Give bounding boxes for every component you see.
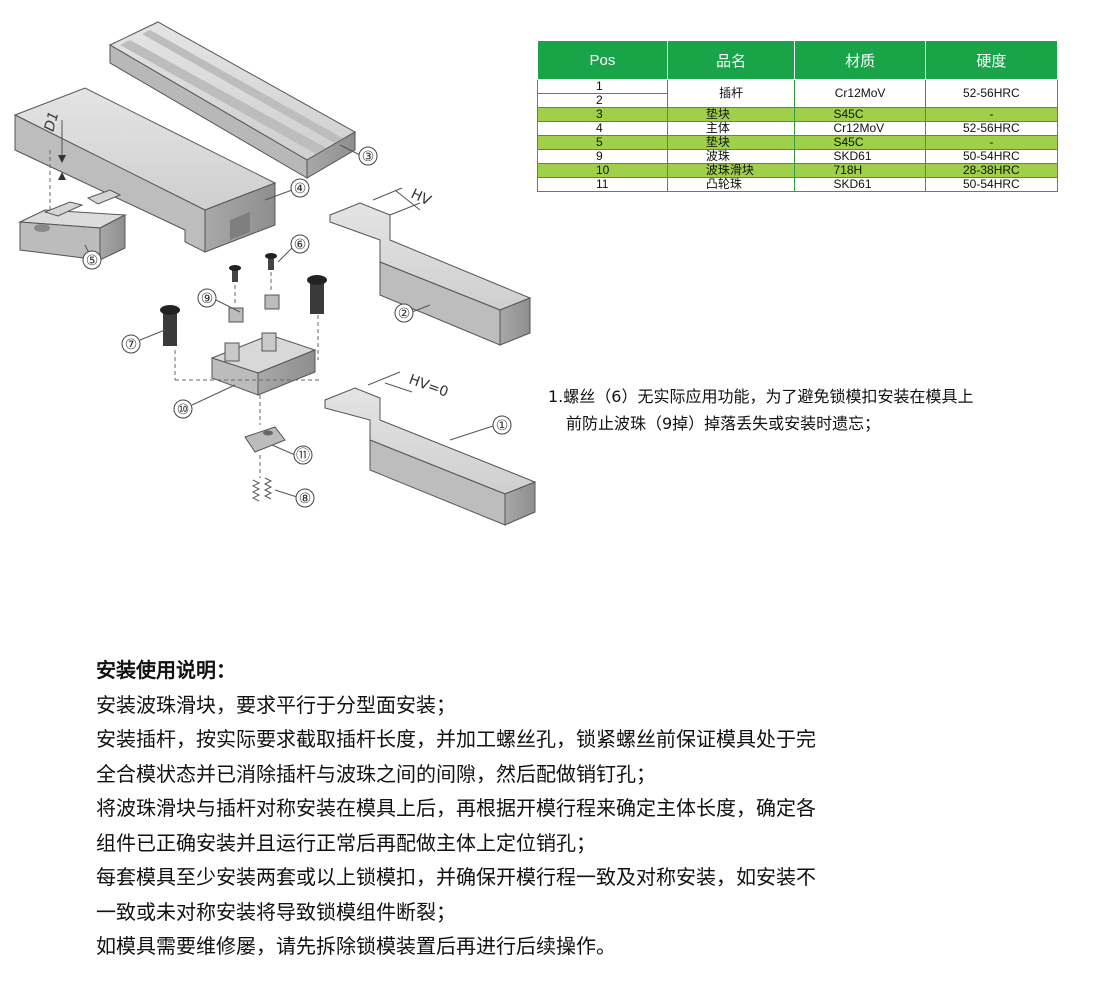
header-name: 品名: [666, 40, 796, 80]
instruction-line: 安装波珠滑块，要求平行于分型面安装；: [96, 692, 456, 717]
cell-material: S45C: [794, 107, 926, 122]
svg-text:④: ④: [294, 181, 307, 197]
exploded-diagram: D1 HV HV=0 ③ ④ ⑤ ⑥ ⑨ ⑦ ⑩ ② ① ⑪ ⑧: [13, 21, 537, 526]
table-row: 1 插杆 Cr12MoV 52-56HRC: [537, 79, 1059, 108]
part-1-pull-rod: [324, 387, 537, 526]
cell-material: SKD61: [794, 177, 926, 192]
cell-hardness: 52-56HRC: [924, 121, 1059, 136]
table-row: 11 凸轮珠 SKD61 50-54HRC: [537, 177, 1059, 192]
cell-name: 凸轮珠: [666, 177, 796, 192]
part-8-springs: [251, 477, 273, 502]
cell-material: Cr12MoV: [794, 79, 926, 108]
callout-9: ⑨: [197, 288, 217, 308]
header-pos: Pos: [537, 40, 668, 80]
table-header-row: Pos 品名 材质 硬度: [537, 40, 1059, 80]
cell-hardness: 52-56HRC: [924, 79, 1059, 108]
cell-hardness: -: [924, 107, 1059, 122]
cell-name: 垫块: [666, 135, 796, 150]
part-9-balls: [228, 294, 280, 323]
table-row: 5 垫块 S45C -: [537, 135, 1059, 150]
cell-pos: 11: [537, 177, 668, 192]
cell-name: 波珠滑块: [666, 163, 796, 178]
leader-lines: [84, 144, 494, 498]
dimension-hv: HV: [372, 186, 434, 216]
cell-pos: 3: [537, 107, 668, 122]
cell-pos: 10: [537, 163, 668, 178]
instruction-line: 如模具需要维修屡，请先拆除锁模装置后再进行后续操作。: [96, 934, 616, 958]
instruction-line: 将波珠滑块与插杆对称安装在模具上后，再根据开模行程来确定主体长度，确定各: [96, 796, 816, 820]
part-3-guide-plate: [108, 21, 357, 179]
cell-material: 718H: [794, 163, 926, 178]
table-row: 10 波珠滑块 718H 28-38HRC: [537, 163, 1059, 178]
instruction-line: 全合模状态并已消除插杆与波珠之间的间隙，然后配做销钉孔；: [96, 761, 656, 786]
svg-text:⑩: ⑩: [177, 402, 190, 418]
callout-4: ④: [290, 178, 310, 198]
instruction-line: 安装插杆，按实际要求截取插杆长度，并加工螺丝孔，锁紧螺丝前保证模具处于完: [96, 727, 816, 751]
instruction-line: 组件已正确安装并且运行正常后再配做主体上定位销孔；: [96, 830, 596, 855]
callout-1: ①: [492, 415, 512, 435]
svg-text:⑧: ⑧: [299, 491, 312, 507]
part-6-screws: [229, 253, 277, 282]
svg-text:①: ①: [496, 418, 509, 434]
svg-text:②: ②: [398, 306, 411, 322]
svg-text:⑨: ⑨: [201, 291, 214, 307]
svg-text:⑤: ⑤: [86, 253, 99, 269]
note-line-1: 1.螺丝（6）无实际应用功能，为了避免锁模扣安装在模具上: [548, 387, 974, 406]
cell-hardness: 28-38HRC: [924, 163, 1059, 178]
cell-pos: 2: [537, 93, 668, 108]
assembly-lines: [49, 150, 320, 478]
note-line-2: 前防止波珠（9掉）掉落丢失或安装时遗忘；: [566, 414, 881, 433]
instructions-title: 安装使用说明：: [96, 658, 236, 682]
table-row: 3 垫块 S45C -: [537, 107, 1059, 122]
cell-material: Cr12MoV: [794, 121, 926, 136]
callout-3: ③: [358, 146, 378, 166]
cell-name: 插杆: [666, 79, 796, 108]
part-10-ball-slider: [210, 332, 317, 396]
header-hardness: 硬度: [924, 40, 1059, 80]
cell-name: 主体: [666, 121, 796, 136]
callout-10: ⑩: [173, 399, 193, 419]
cell-pos: 5: [537, 135, 668, 150]
spec-table: Pos 品名 材质 硬度 1 插杆 Cr12MoV 52-56HRC 2 3 垫…: [537, 40, 1059, 192]
callout-5: ⑤: [82, 250, 102, 270]
table-row: 4 主体 Cr12MoV 52-56HRC: [537, 121, 1059, 136]
svg-text:⑪: ⑪: [296, 448, 310, 464]
hv-label: HV: [408, 186, 433, 209]
svg-text:⑥: ⑥: [294, 237, 307, 253]
cell-hardness: 50-54HRC: [924, 177, 1059, 192]
cell-pos: 9: [537, 149, 668, 164]
cell-material: S45C: [794, 135, 926, 150]
installation-instructions: 安装使用说明： 安装波珠滑块，要求平行于分型面安装； 安装插杆，按实际要求截取插…: [96, 653, 1056, 964]
cell-hardness: 50-54HRC: [924, 149, 1059, 164]
dimension-hv0: HV=0: [367, 371, 451, 401]
svg-text:③: ③: [362, 149, 375, 165]
callout-6: ⑥: [290, 234, 310, 254]
d1-label: D1: [42, 110, 63, 133]
cell-pos: 4: [537, 121, 668, 136]
callout-2: ②: [394, 303, 414, 323]
callout-11: ⑪: [293, 445, 313, 465]
cell-hardness: -: [924, 135, 1059, 150]
part-7-bolts: [160, 275, 327, 346]
hv0-label: HV=0: [407, 372, 451, 401]
instruction-line: 一致或未对称安装将导致锁模组件断裂；: [96, 899, 456, 924]
svg-text:⑦: ⑦: [125, 337, 138, 353]
dimension-d1: D1: [42, 110, 66, 180]
screw-note: 1.螺丝（6）无实际应用功能，为了避免锁模扣安装在模具上 前防止波珠（9掉）掉落…: [548, 383, 1088, 437]
cell-material: SKD61: [794, 149, 926, 164]
instruction-line: 每套模具至少安装两套或以上锁模扣，并确保开模行程一致及对称安装，如安装不: [96, 865, 816, 889]
cell-pos: 1: [537, 79, 668, 94]
callout-7: ⑦: [121, 334, 141, 354]
part-2-pull-rod: [329, 202, 532, 346]
cell-name: 垫块: [666, 107, 796, 122]
cell-name: 波珠: [666, 149, 796, 164]
header-material: 材质: [794, 40, 926, 80]
part-5-spacer: [18, 189, 127, 261]
part-11-cam-ball: [244, 426, 286, 453]
callout-8: ⑧: [295, 488, 315, 508]
table-row: 9 波珠 SKD61 50-54HRC: [537, 149, 1059, 164]
